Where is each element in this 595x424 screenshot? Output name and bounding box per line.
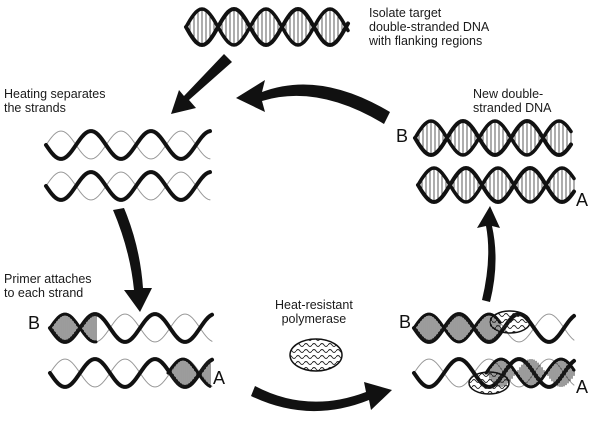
primer-a-edge: [166, 357, 212, 388]
marker-a-extension: A: [576, 377, 589, 397]
dna-strands: [44, 6, 576, 389]
polymerase-label: Heat-resistant polymerase: [275, 298, 353, 326]
target-dna-strand-1: [184, 6, 350, 48]
extension-b-edge: [412, 312, 502, 344]
marker-b-primer: B: [28, 313, 41, 333]
extension-a-edge: [484, 357, 576, 389]
heating-label: Heating separates the strands: [4, 87, 106, 115]
marker-b-new-dna: B: [396, 126, 409, 146]
marker-b-extension: B: [399, 312, 412, 332]
primer-label: Primer attaches to each strand: [4, 272, 92, 300]
isolate-label: Isolate target double-stranded DNA with …: [369, 6, 490, 48]
marker-a-primer: A: [213, 368, 226, 388]
new-dna-top-strand-1: [413, 118, 573, 158]
separated-strand-top: [44, 129, 212, 161]
primer-strand-top: [48, 312, 214, 344]
separated-strand-top-faint: [45, 130, 211, 160]
primer-strand-bottom: [48, 357, 214, 389]
new-dna-bottom-strand-1: [416, 165, 576, 205]
target-dna-strand-2: [184, 7, 350, 47]
polymerase-enzyme: [289, 310, 531, 395]
new-dna-bottom-strand-2: [416, 166, 576, 204]
separated-strand-bottom-faint: [45, 171, 211, 201]
marker-a-new-dna: A: [576, 190, 589, 210]
new-dna-top-strand-2: [413, 119, 573, 157]
arrow-left-curved: [113, 208, 152, 312]
cycle-arrows: [113, 54, 500, 412]
separated-strand-bottom: [44, 170, 212, 202]
new-dna-label: New double- stranded DNA: [473, 87, 552, 115]
arrow-top-curved: [236, 80, 390, 124]
arrow-bottom-curved: [251, 382, 392, 412]
arrow-isolate-to-heating: [171, 54, 232, 114]
primer-b-edge: [48, 312, 98, 344]
arrow-right-up: [477, 206, 500, 302]
